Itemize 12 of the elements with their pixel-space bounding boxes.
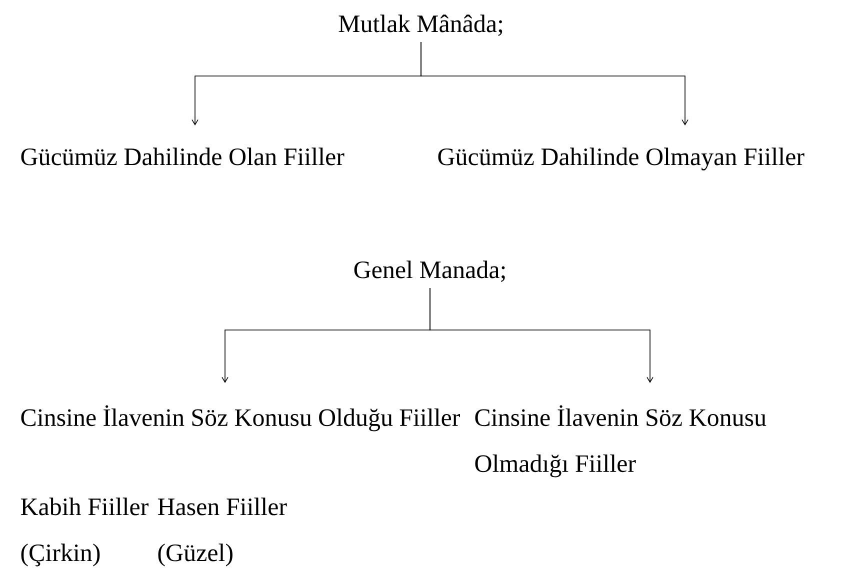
- node-text: Gücümüz Dahilinde Olan Fiiller: [21, 148, 344, 166]
- node-text: Mutlak Mânâda;: [338, 14, 502, 36]
- label: Kabih Fiiller: [20, 498, 148, 516]
- label: (Güzel): [158, 544, 232, 566]
- node-text: Cinsine İlavenin Söz Konusu Olduğu Fiiller: [21, 405, 460, 432]
- branch-arrow: [430, 288, 654, 383]
- node-text: Cinsine İlavenin Söz Konusu Olmadığı Fiiller: [475, 405, 766, 478]
- node-text: Genel Manada;: [354, 260, 505, 282]
- label: (Çirkin): [21, 544, 100, 566]
- branch-arrow: [420, 42, 688, 126]
- label: Hasen Fiiller: [158, 498, 287, 516]
- node-text: Gücümüz Dahilinde Olmayan Fiiller: [438, 148, 804, 170]
